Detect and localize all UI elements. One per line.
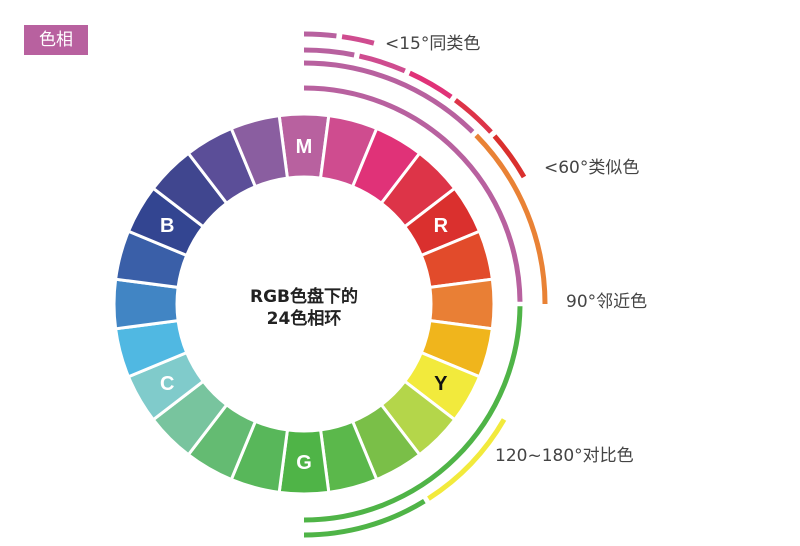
label-similar: <60°类似色 bbox=[544, 158, 640, 178]
range-arc-similar bbox=[303, 47, 355, 58]
center-title-line2: 24色相环 bbox=[266, 309, 342, 329]
range-arc-adjacent bbox=[474, 133, 548, 305]
range-arc-contrast bbox=[303, 306, 523, 523]
center-title-line1: RGB色盘下的 bbox=[249, 287, 358, 307]
range-arc-similar bbox=[408, 70, 453, 100]
label-contrast: 120~180°对比色 bbox=[495, 446, 634, 466]
segment-letter-y: Y bbox=[434, 373, 448, 395]
range-arc-adjacent bbox=[303, 60, 475, 134]
range-arc-contrast-inner bbox=[427, 418, 507, 501]
label-adjacent: 90°邻近色 bbox=[566, 292, 648, 312]
segment-letter-r: R bbox=[434, 215, 449, 237]
range-arc-similar bbox=[453, 98, 493, 134]
range-arc-contrast-inner bbox=[303, 499, 426, 538]
segment-letter-b: B bbox=[160, 215, 174, 237]
segment-letter-m: M bbox=[296, 136, 313, 158]
range-arc-contrast bbox=[303, 85, 523, 302]
segment-letter-c: C bbox=[160, 373, 174, 395]
range-arc-same-hue bbox=[341, 34, 375, 46]
range-arc-same-hue bbox=[303, 31, 337, 39]
range-arc-similar bbox=[492, 134, 527, 179]
segment-letter-g: G bbox=[296, 452, 312, 474]
hue-segment bbox=[229, 113, 290, 189]
range-arc-similar bbox=[358, 53, 406, 74]
hue-badge: 色相 bbox=[24, 25, 88, 55]
label-same-hue: <15°同类色 bbox=[385, 34, 481, 54]
center-title: RGB色盘下的 24色相环 bbox=[204, 286, 404, 330]
